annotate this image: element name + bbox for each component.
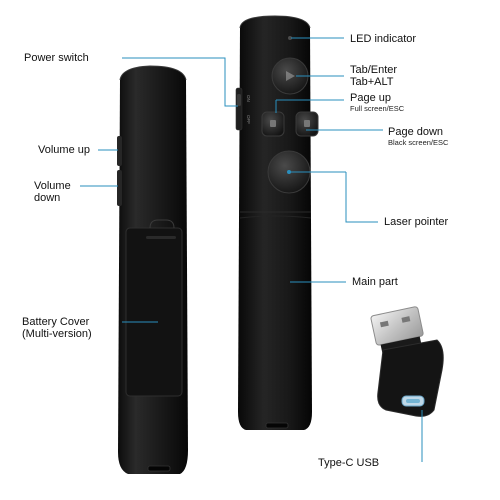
usb-hinge-body: [377, 339, 444, 417]
label-page-up: Page up Full screen/ESC: [350, 92, 404, 113]
label-led-indicator: LED indicator: [350, 33, 417, 45]
label-volume-down-line2: down: [34, 192, 61, 204]
led-indicator-light: [288, 36, 292, 40]
label-tab-enter-line2: Tab+ALT: [350, 76, 394, 88]
label-tab-enter-line1: Tab/Enter: [350, 64, 398, 76]
label-laser-pointer: Laser pointer: [384, 216, 449, 228]
label-volume-up: Volume up: [38, 144, 90, 156]
label-type-c-usb: Type-C USB: [318, 457, 380, 469]
leader-power-switch: [122, 57, 238, 107]
label-battery-cover-line2: (Multi-version): [22, 328, 92, 340]
volume-down-button[interactable]: [117, 170, 122, 206]
switch-off-text: OFF: [246, 115, 251, 124]
battery-cover-panel: [125, 227, 183, 397]
label-tab-enter: Tab/Enter Tab+ALT: [350, 64, 397, 88]
switch-on-text: ON: [246, 95, 251, 102]
usb-dongle: [370, 306, 444, 417]
label-volume-down: Volume down: [34, 180, 71, 204]
leader-lines: [80, 37, 423, 462]
label-battery-cover-line1: Battery Cover: [22, 316, 90, 328]
label-page-down-title: Page down: [388, 126, 444, 138]
back-device: [117, 65, 188, 474]
leader-laser-down: [345, 172, 378, 223]
label-volume-down-line1: Volume: [34, 180, 71, 192]
label-main-part: Main part: [352, 276, 398, 288]
front-device-body: [238, 16, 312, 430]
label-page-up-subtitle: Full screen/ESC: [350, 104, 405, 113]
label-page-down-subtitle: Black screen/ESC: [388, 138, 449, 147]
front-device: [235, 15, 319, 430]
label-page-down: Page down Black screen/ESC: [388, 126, 448, 147]
label-page-up-title: Page up: [350, 92, 391, 104]
label-battery-cover: Battery Cover (Multi-version): [22, 316, 92, 340]
label-power-switch: Power switch: [24, 52, 89, 64]
volume-up-button[interactable]: [117, 136, 122, 166]
